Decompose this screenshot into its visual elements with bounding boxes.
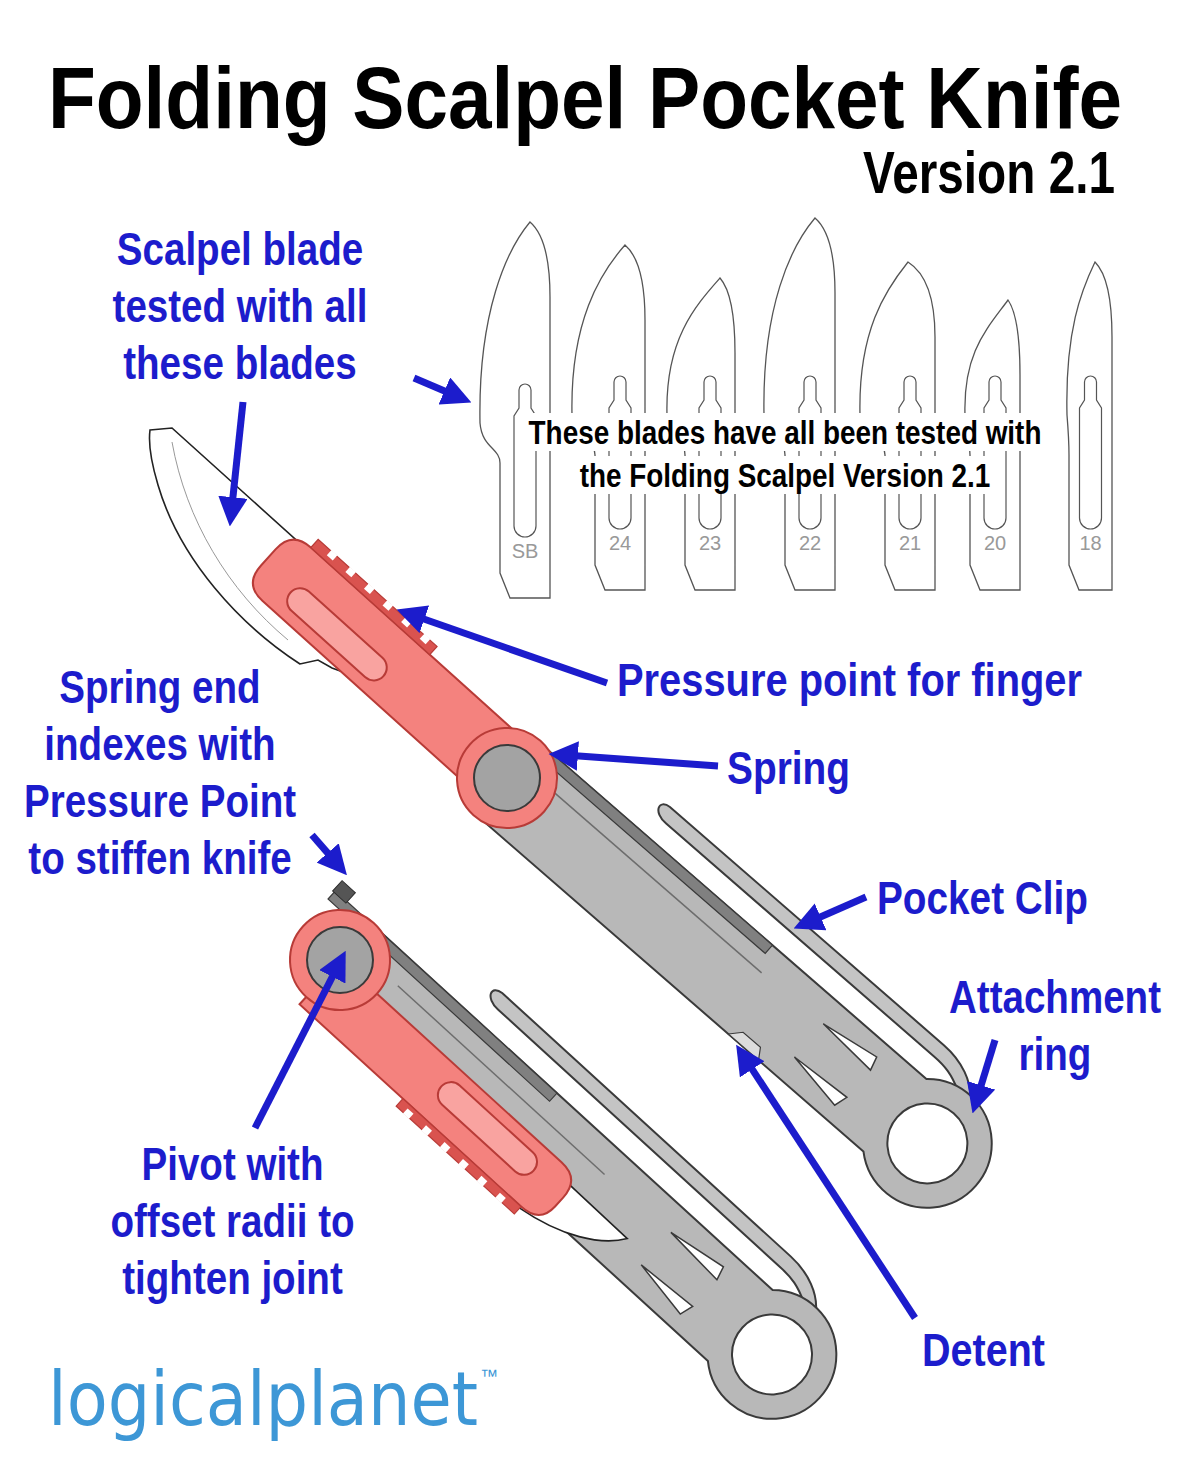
- blade-number: 20: [984, 532, 1006, 554]
- callout-label: Pivot with offset radii to tighten joint: [110, 1137, 354, 1304]
- blade-holder: [495, 1193, 506, 1204]
- pivot: [307, 927, 373, 993]
- label-scaler: Attachment ring: [940, 968, 1170, 1082]
- leader-arrow: [749, 1064, 915, 1318]
- pivot-collar: [436, 707, 577, 848]
- blade-holder: [458, 1159, 469, 1170]
- holder-slot: [433, 1077, 543, 1180]
- blade-slot: [1080, 376, 1102, 529]
- label-scaler: These blades have all been tested with t…: [515, 411, 1055, 497]
- pivot-collar: [269, 889, 410, 1030]
- callout-label: Scalpel blade tested with all these blad…: [113, 222, 368, 389]
- label-holder: Folding Scalpel Pocket Knife: [48, 47, 1200, 148]
- blade-outline-path: [1067, 262, 1112, 590]
- blade-number: 24: [609, 532, 631, 554]
- callout-label: logicalplanet: [48, 1355, 478, 1443]
- leader-arrow: [815, 897, 866, 919]
- blade-outline: 22: [762, 218, 835, 590]
- leader-arrow: [979, 1040, 995, 1091]
- handle-cutout: [668, 1225, 726, 1280]
- callout-label: These blades have all been tested with t…: [526, 413, 1044, 494]
- callout-label: ™: [480, 1366, 498, 1386]
- blade-number: 18: [1079, 532, 1101, 554]
- label-scaler: ™: [480, 1366, 498, 1387]
- label-scaler: Pocket Clip: [877, 871, 1088, 925]
- spring-end: [333, 881, 356, 903]
- blade-number: 23: [699, 532, 721, 554]
- label-holder: Spring end indexes with Pressure Point t…: [15, 658, 369, 886]
- label-scaler: Scalpel blade tested with all these blad…: [90, 220, 390, 391]
- handle-cutout: [634, 1262, 692, 1317]
- handle-cutout: [821, 1016, 880, 1070]
- leader-arrow: [414, 378, 450, 393]
- blade-shape: [762, 218, 835, 590]
- blade-holder: [364, 583, 375, 594]
- label-holder: Attachment ring: [940, 968, 1200, 1082]
- label-holder: Detent: [922, 1323, 1068, 1377]
- label-holder: Pivot with offset radii to tighten joint: [95, 1135, 430, 1306]
- blade-holder: [383, 600, 394, 611]
- leader-arrow: [232, 402, 243, 503]
- blade-holder: [345, 567, 356, 578]
- blade-number: SB: [512, 540, 539, 562]
- label-scaler: logicalplanet: [48, 1356, 478, 1442]
- blade-slot: [699, 376, 721, 529]
- label-holder: Scalpel blade tested with all these blad…: [90, 220, 456, 391]
- blade-number: 21: [899, 532, 921, 554]
- handle-cutout: [788, 1054, 847, 1108]
- blade-holder: [420, 634, 431, 645]
- blade-outline-path: [480, 222, 550, 598]
- blade-bevel: [172, 442, 288, 640]
- callout-label: Spring end indexes with Pressure Point t…: [24, 660, 296, 884]
- callout-label: Spring: [727, 741, 850, 794]
- leader-arrow: [312, 835, 332, 857]
- leader-arrow: [255, 972, 335, 1128]
- label-scaler: Pressure point for finger: [617, 653, 1082, 707]
- blade-slot: [609, 376, 631, 529]
- callout-label: Pocket Clip: [877, 871, 1088, 924]
- leader-arrow: [419, 617, 607, 683]
- blade-holder: [327, 550, 338, 561]
- holder-slot: [282, 583, 392, 686]
- blade-outline: 18: [1065, 262, 1112, 590]
- label-scaler: Spring end indexes with Pressure Point t…: [15, 658, 305, 886]
- label-scaler: Pivot with offset radii to tighten joint: [95, 1135, 370, 1306]
- blade-outline: SB: [478, 222, 550, 598]
- blade-slot: [799, 376, 821, 529]
- title-text: Folding Scalpel Pocket Knife: [48, 48, 1122, 147]
- blade-slot: [899, 376, 921, 529]
- label-holder: Spring: [727, 741, 876, 795]
- label-holder: Version 2.1: [863, 138, 1180, 207]
- blade-holder: [401, 617, 412, 628]
- label-scaler: Spring: [727, 741, 850, 795]
- label-holder: logicalplanet: [48, 1356, 529, 1442]
- callout-label: Pressure point for finger: [617, 653, 1082, 706]
- label-scaler: Detent: [922, 1323, 1045, 1377]
- blade-holder: [477, 1176, 488, 1187]
- blade-holder: [403, 1108, 414, 1119]
- label-scaler: Folding Scalpel Pocket Knife: [48, 47, 1122, 148]
- label-holder: Pocket Clip: [877, 871, 1133, 925]
- spring-groove: [550, 789, 761, 973]
- blade-slot: [984, 376, 1006, 529]
- label-holder: These blades have all been tested with t…: [515, 411, 1174, 497]
- label-holder: Pressure point for finger: [617, 653, 1165, 707]
- pivot: [474, 745, 540, 811]
- label-scaler: Version 2.1: [863, 138, 1115, 207]
- leader-arrow: [572, 756, 718, 766]
- callout-label: Version 2.1: [863, 139, 1115, 206]
- blade-holder: [440, 1142, 451, 1153]
- callout-label: Attachment ring: [949, 970, 1161, 1080]
- callout-label: Detent: [922, 1323, 1045, 1376]
- blade-number: 22: [799, 532, 821, 554]
- label-holder: ™: [480, 1366, 498, 1387]
- blade-slot: [514, 384, 536, 537]
- blade-outline-path: [764, 218, 835, 590]
- blade-holder: [421, 1125, 432, 1136]
- detent: [728, 1026, 765, 1061]
